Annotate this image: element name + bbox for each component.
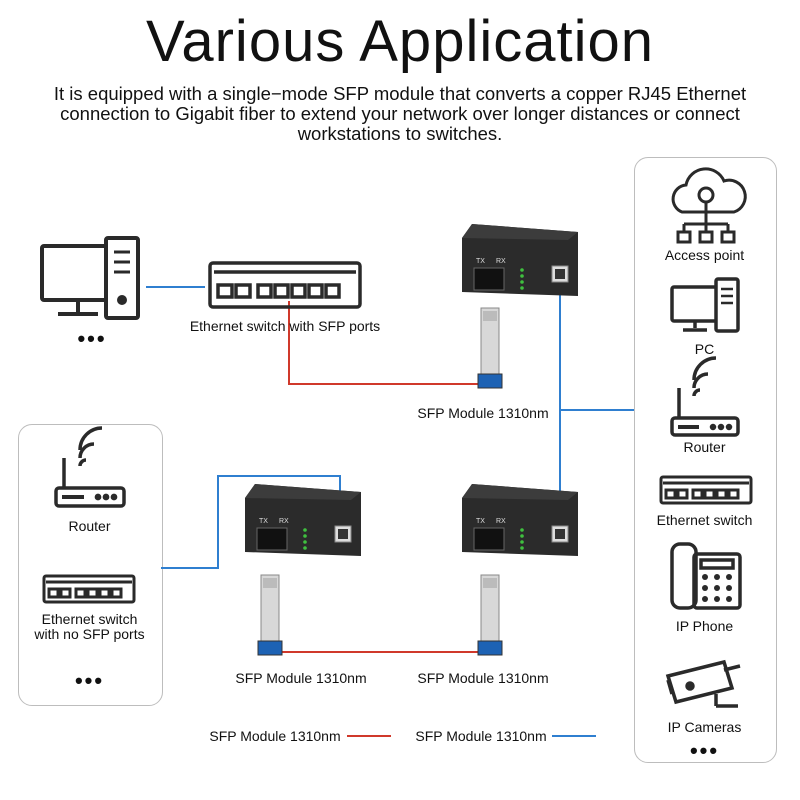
left-router-label: Router	[68, 518, 111, 534]
fiber-links	[270, 301, 490, 653]
media-converter-body	[462, 484, 578, 556]
ethernet-switch-sfp-icon	[208, 261, 362, 309]
ethernet-switch-icon-right	[659, 475, 753, 505]
router-label: Router	[683, 439, 726, 455]
sfp-module-label-bottom-right: SFP Module 1310nm	[417, 670, 549, 686]
left-switch-label: Ethernet switch with no SFP ports	[34, 611, 145, 642]
page-title: Various Application	[145, 9, 654, 74]
sfp-module-top	[477, 307, 503, 389]
converter-rx-label: RX	[496, 258, 506, 265]
left-device-panel	[18, 424, 163, 706]
sfp-module-label-bottom-left: SFP Module 1310nm	[235, 670, 367, 686]
converter-rx-label: RX	[279, 518, 289, 525]
pc-label: PC	[694, 341, 715, 357]
left-panel-more-dots: •••	[74, 668, 105, 693]
desktop-pc-icon	[40, 236, 140, 320]
media-converter-top: TX RX	[460, 222, 580, 298]
cloud-access-point-icon	[671, 167, 747, 244]
converter-tx-label: TX	[476, 258, 485, 265]
access-point-label: Access point	[664, 247, 745, 263]
sfp-module-label-top: SFP Module 1310nm	[417, 405, 549, 421]
sfp-module-bottom-left	[257, 574, 283, 656]
right-device-panel	[634, 157, 777, 763]
converter-rx-label: RX	[496, 518, 506, 525]
ethernet-switch-label: Ethernet switch	[656, 512, 753, 528]
pc-more-dots: •••	[77, 326, 107, 351]
router-icon-left	[54, 426, 126, 508]
right-panel-more-dots: •••	[689, 738, 720, 763]
legend-red-label: SFP Module 1310nm	[209, 728, 341, 744]
ip-phone-label: IP Phone	[675, 618, 734, 634]
ethernet-switch-sfp-label: Ethernet switch with SFP ports	[189, 318, 381, 334]
legend-blue-label: SFP Module 1310nm	[415, 728, 547, 744]
page-subtitle: It is equipped with a single−mode SFP mo…	[53, 83, 747, 144]
switch-to-top-sfp-link	[288, 301, 488, 385]
converter-tx-label: TX	[259, 518, 268, 525]
ip-camera-icon	[665, 659, 741, 708]
media-converter-body	[462, 224, 578, 296]
router-icon-right	[670, 356, 740, 437]
converter-tx-label: TX	[476, 518, 485, 525]
media-converter-bottom-right: TX RX	[460, 482, 580, 558]
ip-phone-icon	[670, 542, 742, 610]
ethernet-switch-icon-left	[42, 574, 136, 604]
ip-cameras-label: IP Cameras	[667, 719, 742, 735]
sfp-module-bottom-right	[477, 574, 503, 656]
media-converter-bottom-left: TX RX	[243, 482, 363, 558]
pc-icon	[670, 277, 740, 333]
media-converter-body	[245, 484, 361, 556]
